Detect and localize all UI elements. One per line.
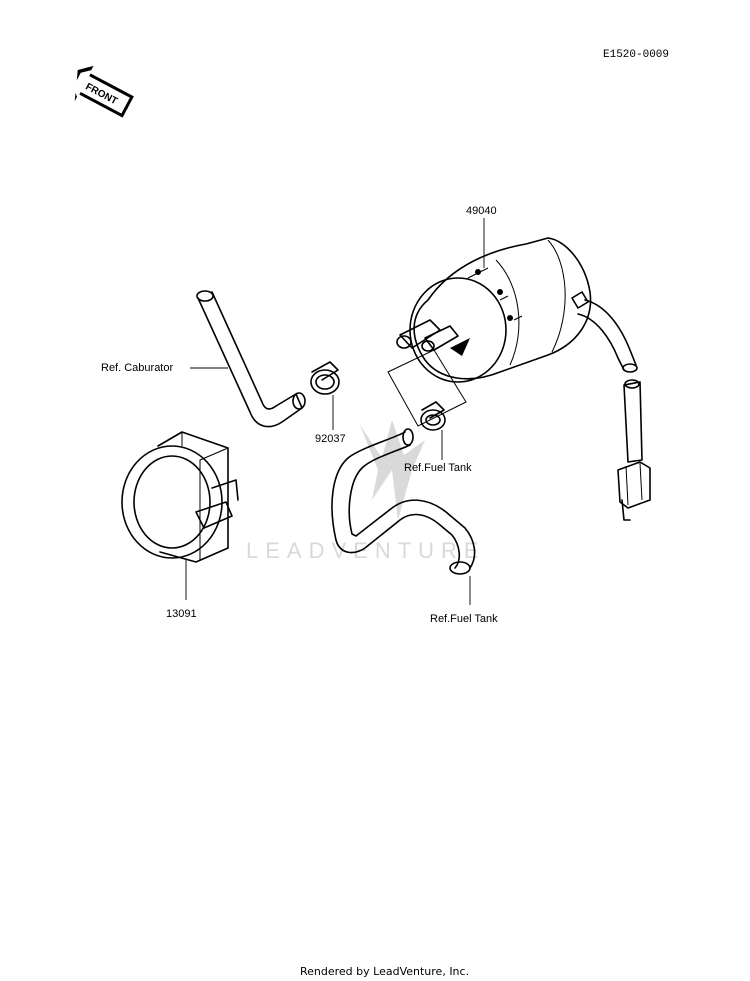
callout-49040: 49040: [466, 205, 497, 268]
carburetor-hose: [196, 290, 306, 428]
fuel-pump: [396, 237, 592, 383]
pump-wire-connector: [577, 299, 651, 521]
hose-clamp-fuel-tank: [420, 401, 446, 431]
label-ref-fuel-tank-upper: Ref.Fuel Tank: [404, 462, 472, 474]
hose-clamp-92037: [310, 361, 340, 395]
callout-ref-fuel-tank-lower: Ref.Fuel Tank: [430, 576, 498, 625]
label-ref-fuel-tank-lower: Ref.Fuel Tank: [430, 613, 498, 625]
fuel-tank-hose: [331, 428, 476, 575]
callout-ref-fuel-tank-upper: Ref.Fuel Tank: [404, 430, 472, 474]
label-92037: 92037: [315, 433, 346, 445]
front-arrow-icon: FRONT: [73, 65, 134, 118]
diagram-code: E1520-0009: [603, 49, 669, 61]
footer-credit: Rendered by LeadVenture, Inc.: [300, 965, 469, 978]
watermark: LEADVENTURE: [246, 420, 486, 563]
label-ref-carburetor: Ref. Caburator: [101, 362, 173, 374]
clamp-bracket: [121, 431, 239, 563]
callout-ref-carburetor: Ref. Caburator: [101, 362, 228, 374]
assembly-guide: [387, 349, 467, 427]
label-49040: 49040: [466, 205, 497, 217]
label-13091: 13091: [166, 608, 197, 620]
callout-92037: 92037: [315, 395, 346, 445]
watermark-text: LEADVENTURE: [246, 538, 486, 563]
callout-13091: 13091: [166, 560, 197, 620]
watermark-logo-icon: [360, 420, 425, 520]
